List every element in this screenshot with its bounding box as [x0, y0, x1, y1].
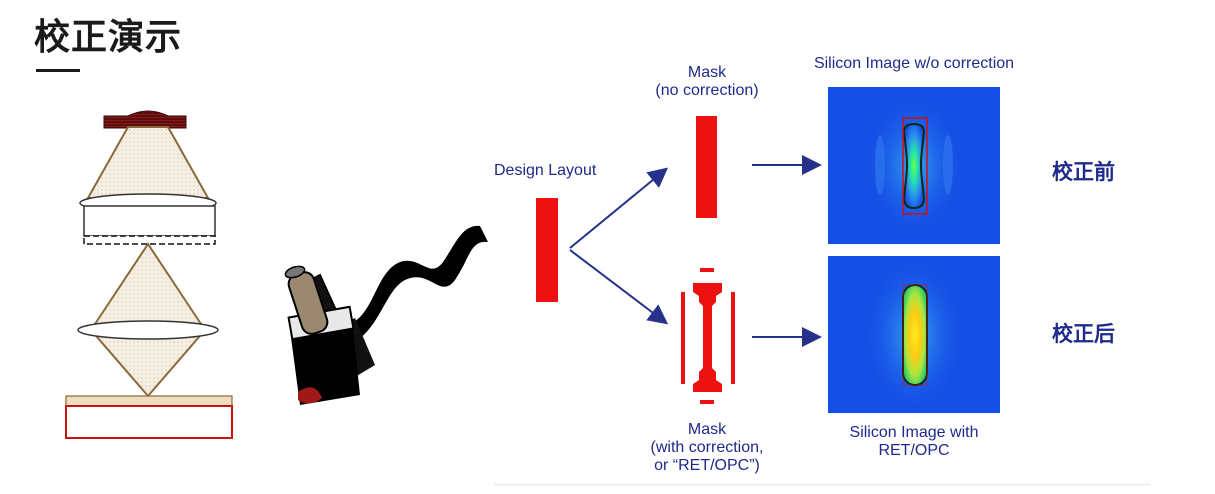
silicon-corrected-label-line: Silicon Image with: [849, 424, 979, 441]
footer-divider: [494, 484, 1150, 485]
arrow-to-mask-top: [569, 167, 669, 249]
silicon-uncorrected-label: Silicon Image w/o correction: [813, 55, 1015, 72]
reticle: [83, 235, 216, 245]
illumination-cone: [86, 126, 210, 199]
mask-corrected-label-line: Mask: [687, 421, 727, 438]
silicon-corrected-label-line: RET/OPC: [878, 442, 950, 459]
wafer: [65, 395, 233, 407]
mask-corrected-label: Mask (with correction, or “RET/OPC”): [637, 421, 777, 475]
mask-uncorrected-label-line: Mask: [687, 64, 727, 81]
reticle-holder: [83, 205, 216, 237]
mask-uncorrected-shape: [696, 116, 717, 218]
silicon-image-corrected: [828, 256, 1000, 413]
projection-cone: [89, 242, 207, 398]
title-underline: [36, 69, 80, 72]
mask-corrected-label-line: or “RET/OPC”): [654, 457, 760, 474]
design-layout-label: Design Layout: [494, 162, 597, 179]
page-title: 校正演示: [34, 17, 183, 58]
stepper-illustration: [65, 110, 233, 439]
mask-uncorrected-label: Mask (no correction): [645, 64, 769, 100]
arrow-to-mask-bottom: [569, 249, 669, 325]
projection-lens: [77, 320, 219, 340]
wafer-stage: [65, 405, 233, 439]
design-layout-shape: [536, 198, 558, 302]
silicon-corrected-label: Silicon Image with RET/OPC: [826, 424, 1002, 460]
after-correction-label: 校正后: [1052, 322, 1115, 346]
mask-corrected-label-line: (with correction,: [650, 439, 764, 456]
mask-corrected-shape: [681, 268, 735, 404]
silicon-image-uncorrected: [828, 87, 1000, 244]
brush-icon: [284, 225, 488, 405]
before-correction-label: 校正前: [1052, 160, 1115, 184]
mask-uncorrected-label-line: (no correction): [655, 82, 759, 99]
